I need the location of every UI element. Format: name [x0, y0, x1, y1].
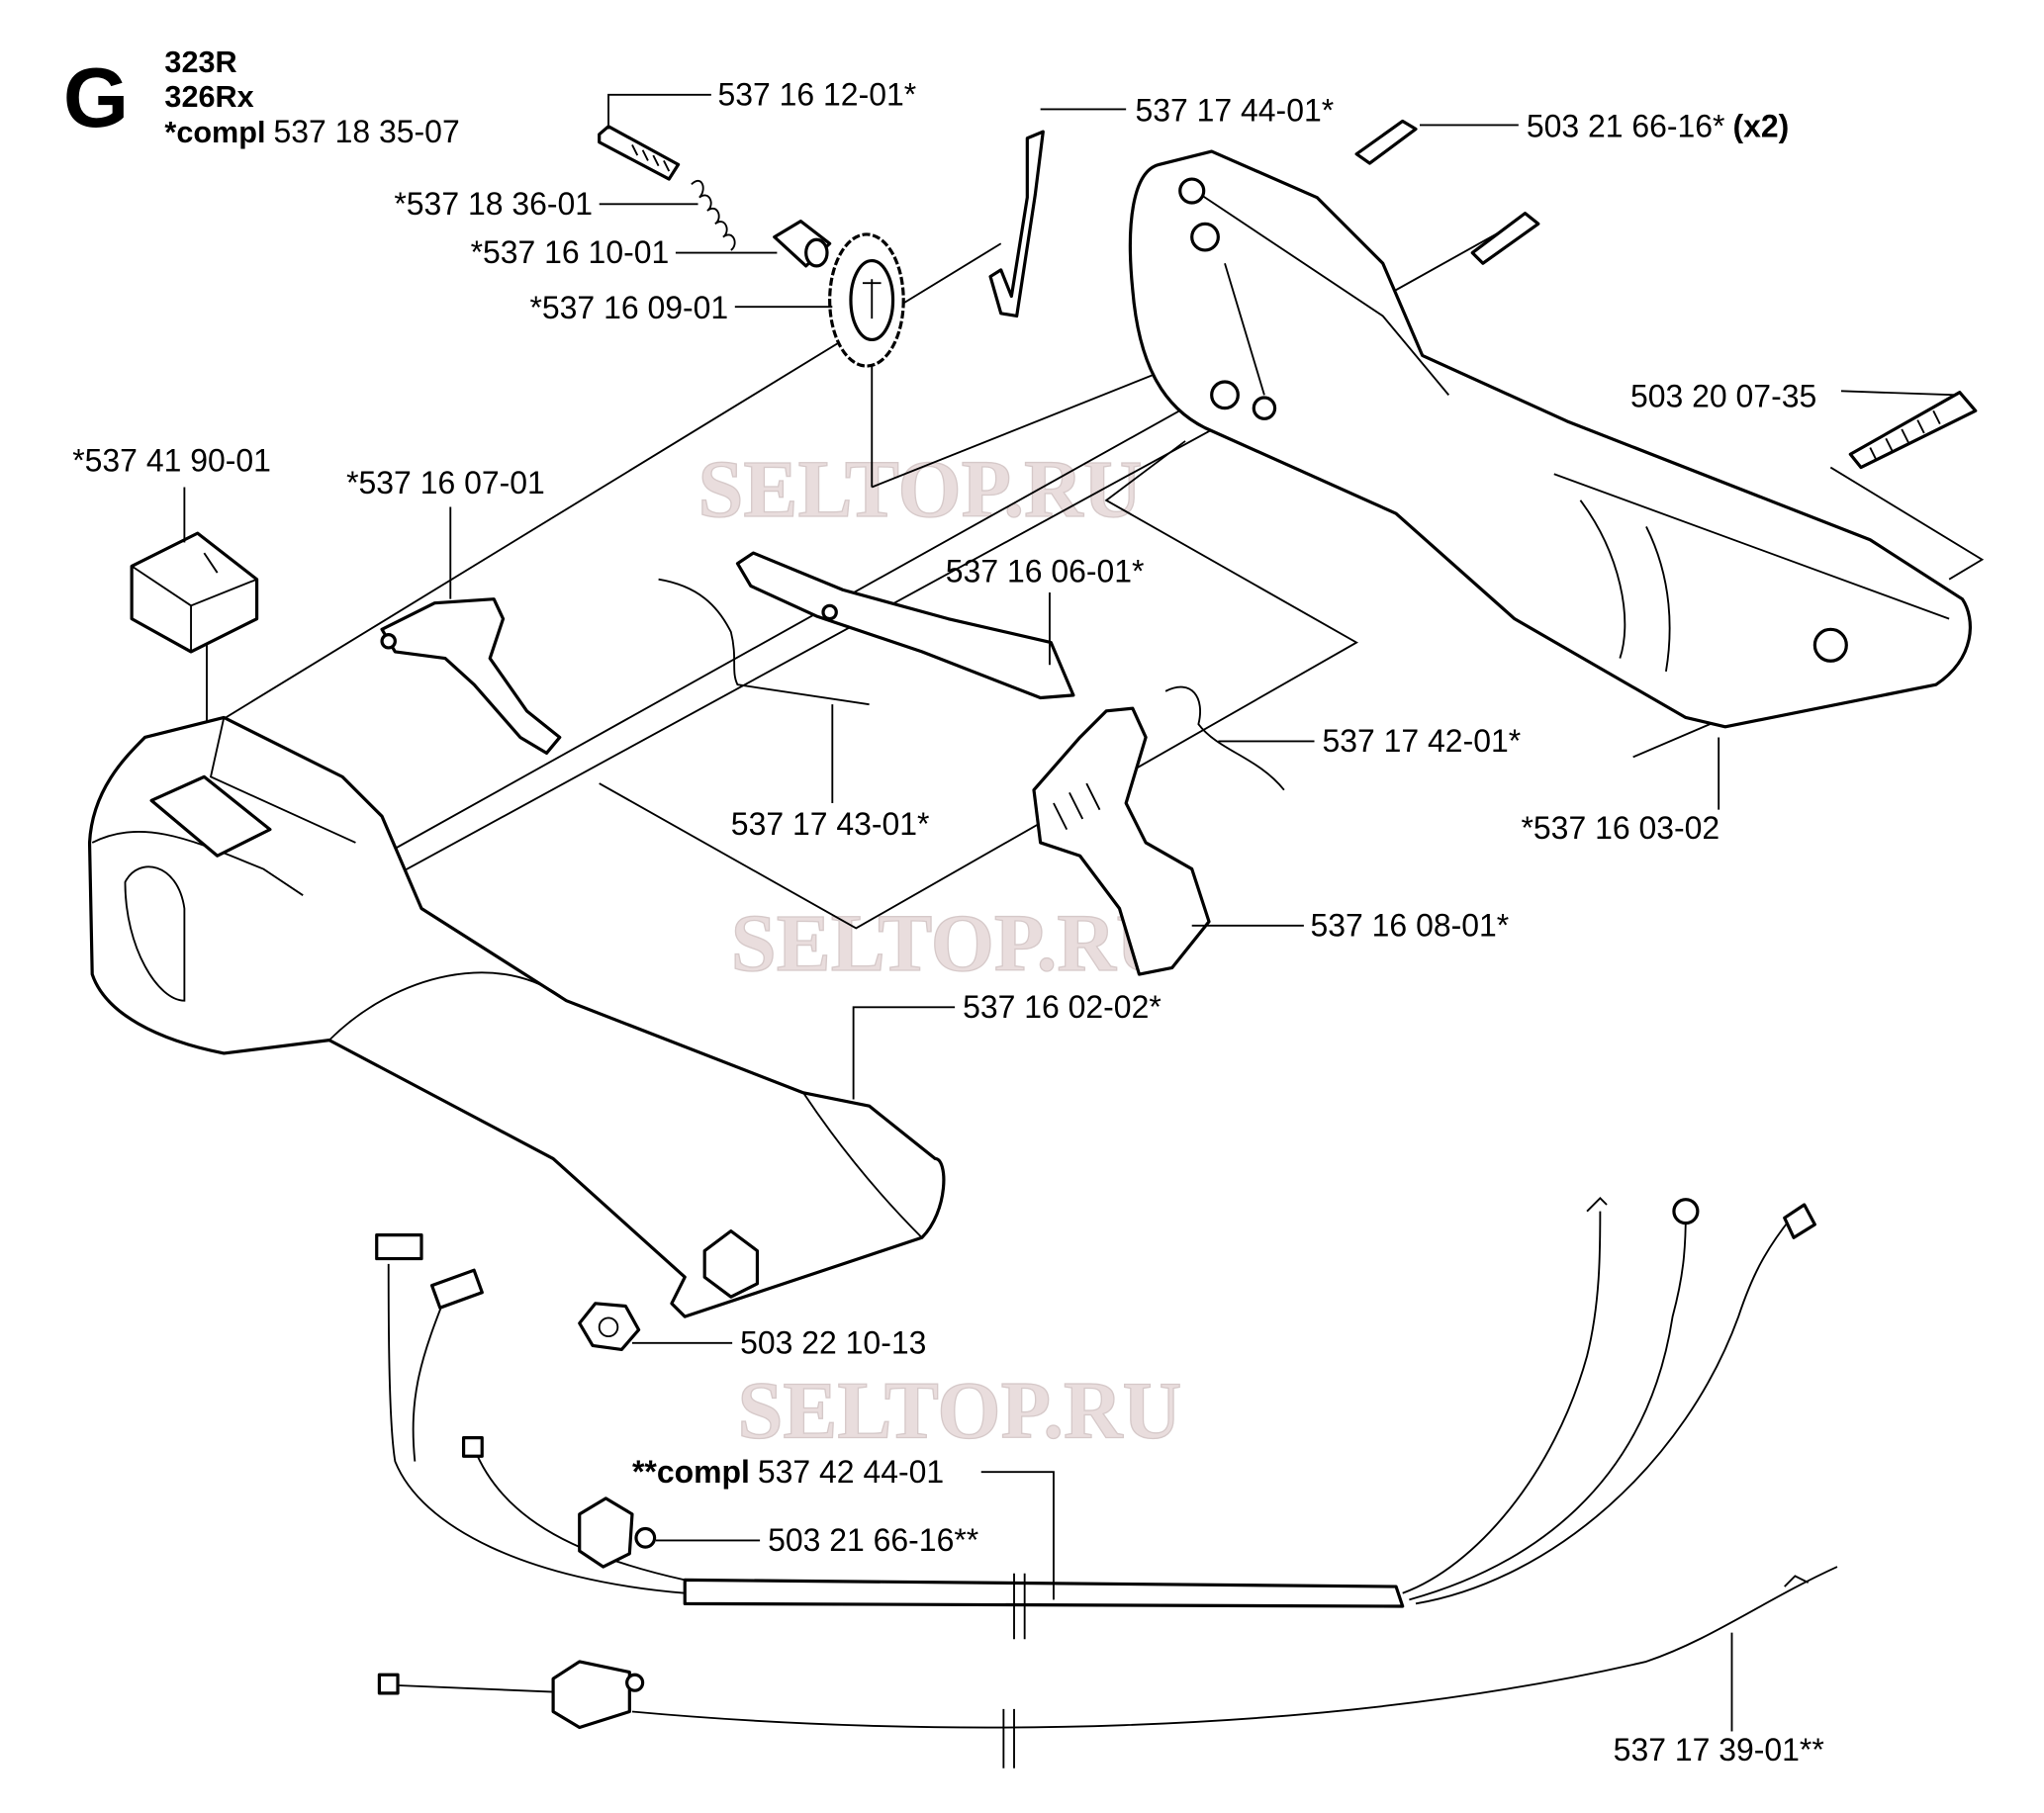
part-label: 537 16 12-01*	[718, 76, 917, 112]
part-label: 537 17 43-01*	[731, 806, 930, 842]
cable-537-17-39-01	[377, 1566, 1838, 1768]
part-label: 537 17 39-01**	[1614, 1732, 1824, 1768]
clip-537-17-44-01	[988, 130, 1045, 318]
part-label: *537 16 09-01	[529, 290, 728, 325]
part-label: *537 16 03-02	[1522, 810, 1720, 846]
throttle-trigger-537-16-08-01	[1032, 706, 1211, 976]
spring-537-17-42-01	[1164, 685, 1285, 791]
part-label: 503 22 10-13	[740, 1324, 926, 1360]
watermark: SELTOP.RU	[731, 897, 1175, 988]
part-label: 537 17 42-01*	[1323, 723, 1522, 759]
screw-503-20-07-35	[1848, 391, 1978, 470]
lever-537-16-07-01	[380, 597, 562, 756]
leader-lines	[183, 93, 1956, 1732]
watermark: SELTOP.RU	[698, 443, 1143, 534]
housing-537-16-03-02	[1128, 149, 1972, 729]
part-label: *537 16 07-01	[346, 465, 545, 500]
trigger-lock-537-16-06-01	[735, 551, 1075, 700]
spring-537-18-36-01	[691, 179, 736, 251]
section-letter: G	[63, 51, 129, 145]
sleeve-537-16-10-01	[773, 220, 832, 268]
part-label: 503 21 66-16*(x2)	[1527, 108, 1789, 143]
compl-prefix: *compl	[164, 116, 265, 149]
part-label: *537 18 36-01	[394, 186, 593, 222]
knob-537-16-09-01	[828, 232, 905, 368]
screw-537-16-12-01	[598, 125, 681, 181]
part-number: 503 21 66-16*	[1527, 108, 1725, 143]
part-label: *537 41 90-01	[72, 443, 271, 479]
screw-503-21-66-16	[1354, 119, 1540, 265]
part-label: 537 16 02-02*	[963, 989, 1161, 1025]
part-label: 503 21 66-16**	[768, 1522, 978, 1558]
compl-prefix: **compl	[632, 1454, 750, 1490]
wiring-harness-537-42-44-01	[375, 1197, 1816, 1640]
part-label: *537 16 10-01	[471, 234, 670, 270]
model-name: 326Rx	[164, 80, 253, 114]
spring-537-17-43-01	[658, 578, 870, 706]
nut-503-22-10-13	[578, 1302, 641, 1352]
part-number: 537 42 44-01	[758, 1454, 944, 1490]
part-label: 537 16 08-01*	[1311, 907, 1510, 943]
watermark: SELTOP.RU	[737, 1365, 1181, 1456]
model-name: 323R	[164, 45, 236, 79]
compl-number: 537 18 35-07	[273, 114, 459, 149]
switch-537-41-90-01	[130, 531, 259, 654]
part-label: 537 17 44-01*	[1135, 92, 1334, 128]
part-quantity: (x2)	[1732, 108, 1789, 143]
part-label: 537 16 06-01*	[946, 553, 1145, 589]
handle-537-16-02-02	[87, 715, 946, 1318]
part-label: 503 20 07-35	[1630, 378, 1816, 413]
